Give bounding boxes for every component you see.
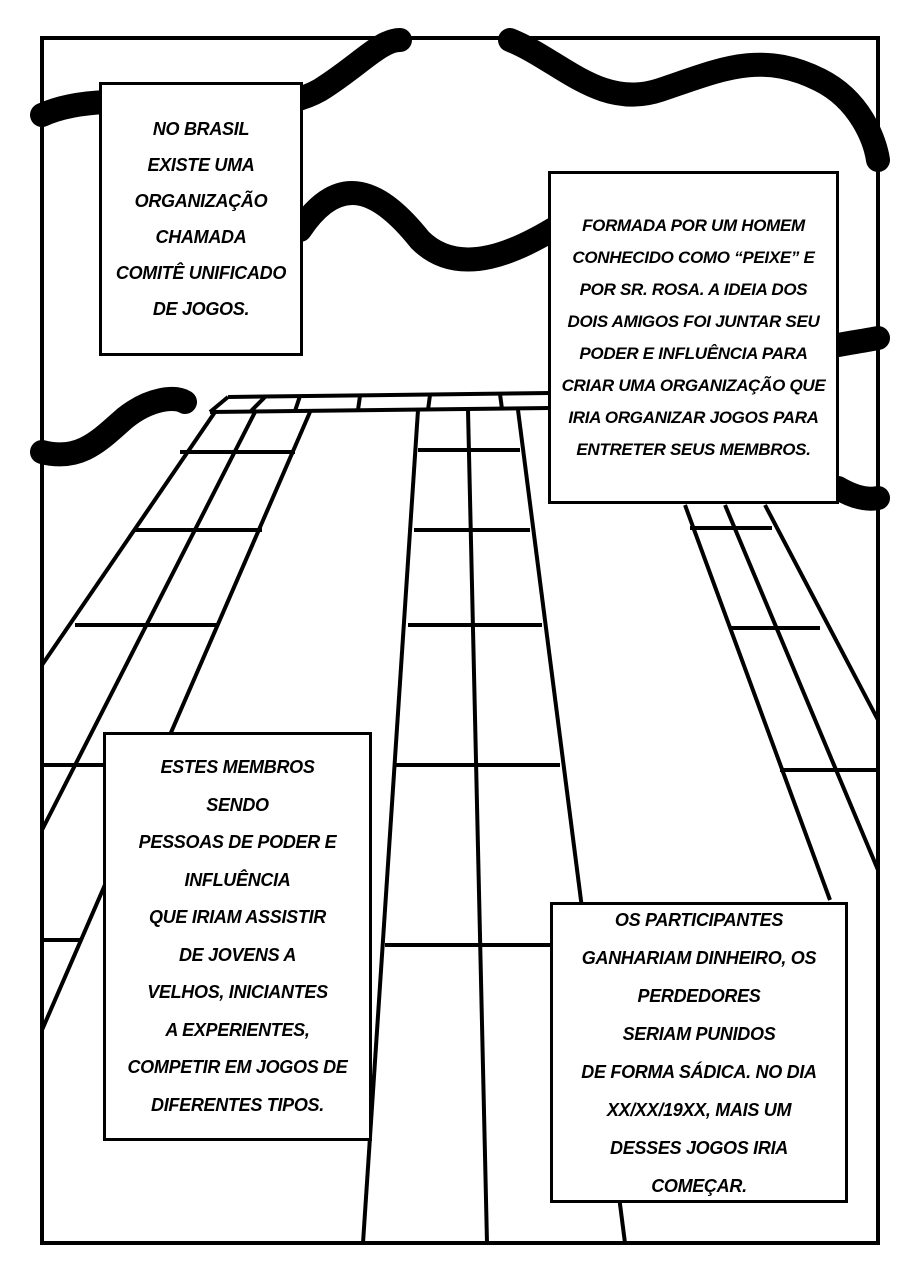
caption-line: ganhariam dinheiro, os — [581, 947, 817, 968]
caption-line: sendo — [206, 794, 269, 815]
caption-line: dois amigos foi juntar seu — [567, 311, 820, 331]
caption-line: de Jogos. — [152, 299, 250, 319]
caption-line: chamada — [155, 227, 247, 247]
caption-line: existe uma — [147, 155, 255, 175]
caption-line: Comitê Unificado — [115, 263, 287, 283]
caption-line: Os participantes — [614, 909, 784, 930]
caption-box-3: Estes membros sendo pessoas de poder e i… — [103, 732, 372, 1141]
caption-line: XX/XX/19XX, mais um — [606, 1099, 792, 1120]
caption-line: influência — [184, 869, 291, 890]
caption-line: criar uma organização que — [561, 375, 826, 395]
caption-line: diferentes tipos. — [151, 1094, 324, 1115]
caption-line: de jovens a — [178, 944, 297, 965]
caption-box-1: No Brasil existe uma organização chamada… — [99, 82, 303, 356]
caption-line: poder e influência para — [579, 343, 808, 363]
caption-line: iria organizar jogos para — [568, 407, 819, 427]
caption-line: entreter seus membros. — [576, 439, 811, 459]
caption-box-2: Formada por um homem conhecido como “Pei… — [548, 171, 839, 504]
caption-line: pessoas de poder e — [138, 832, 337, 852]
caption-box-4: Os participantes ganhariam dinheiro, os … — [550, 902, 848, 1203]
caption-line: conhecido como “Peixe” e — [572, 247, 815, 267]
caption-line: velhos, iniciantes — [147, 982, 328, 1002]
caption-line: organização — [134, 191, 268, 211]
caption-line: perdedores — [637, 985, 761, 1006]
panel-border — [40, 36, 880, 1245]
caption-line: por Sr. Rosa. A ideia dos — [579, 279, 808, 299]
caption-line: No Brasil — [152, 119, 250, 139]
caption-line: competir em jogos de — [127, 1057, 348, 1077]
caption-line: Estes membros — [160, 757, 315, 777]
caption-line: desses jogos iria — [610, 1137, 788, 1158]
caption-line: a experientes, — [165, 1019, 310, 1040]
caption-line: de forma sádica. No dia — [581, 1061, 817, 1082]
caption-line: que iriam assistir — [149, 907, 326, 927]
caption-line: Formada por um homem — [582, 215, 805, 235]
caption-line: começar. — [651, 1175, 747, 1196]
caption-line: seriam punidos — [622, 1023, 776, 1044]
